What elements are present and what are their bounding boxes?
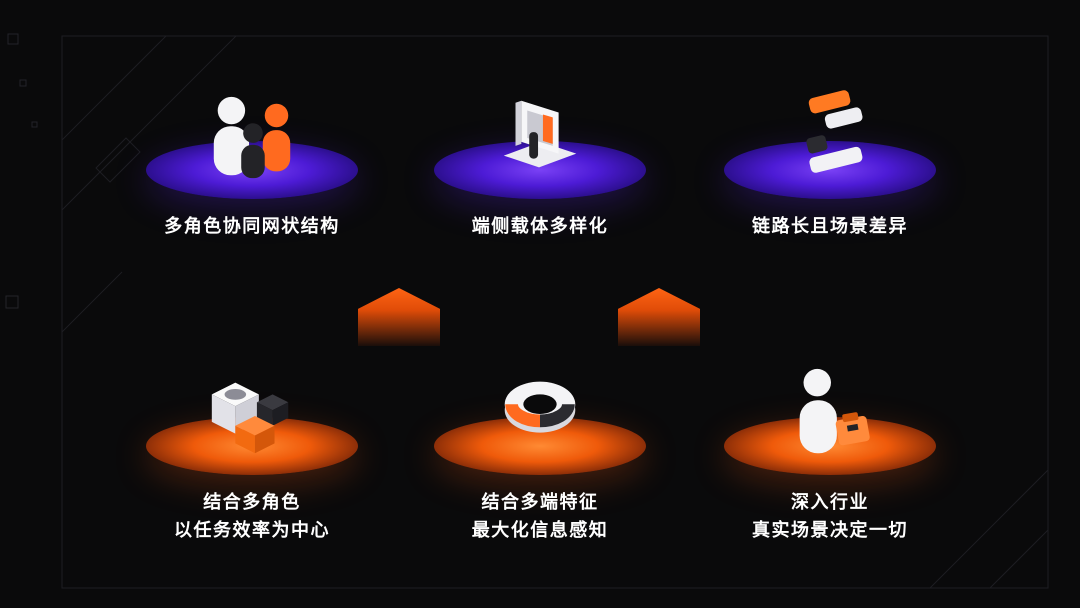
feature-label: 深入行业 真实场景决定一切 xyxy=(752,489,908,545)
feature-label: 多角色协同网状结构 xyxy=(164,216,340,236)
feature-card-multi-device: 结合多端特征 最大化信息感知 xyxy=(390,365,690,545)
feature-label-line2: 真实场景决定一切 xyxy=(752,519,908,540)
feature-card-roles: 多角色协同网状结构 xyxy=(102,89,402,241)
people-group-icon xyxy=(198,89,306,187)
feature-card-links: 链路长且场景差异 xyxy=(680,89,980,241)
feature-label-line2: 最大化信息感知 xyxy=(471,519,609,540)
stacked-blocks-icon xyxy=(776,89,884,187)
feature-label: 端侧载体多样化 xyxy=(471,216,609,236)
purple-platform xyxy=(724,141,936,199)
feature-label: 结合多端特征 最大化信息感知 xyxy=(472,489,609,545)
feature-label-line1: 结合多角色 xyxy=(203,492,301,512)
feature-card-industry: 深入行业 真实场景决定一切 xyxy=(680,365,980,545)
device-screen-icon xyxy=(486,89,594,187)
ring-icon xyxy=(486,365,594,463)
feature-card-devices: 端侧载体多样化 xyxy=(390,89,690,241)
feature-label-line2: 以任务效率为中心 xyxy=(174,519,330,540)
feature-card-multi-role: 结合多角色 以任务效率为中心 xyxy=(102,365,402,545)
feature-label-line1: 深入行业 xyxy=(791,492,869,512)
person-box-icon xyxy=(776,365,884,463)
feature-label: 结合多角色 以任务效率为中心 xyxy=(174,489,330,545)
cubes-icon xyxy=(198,365,306,463)
feature-label: 链路长且场景差异 xyxy=(752,216,908,236)
feature-label-line1: 结合多端特征 xyxy=(481,492,599,512)
